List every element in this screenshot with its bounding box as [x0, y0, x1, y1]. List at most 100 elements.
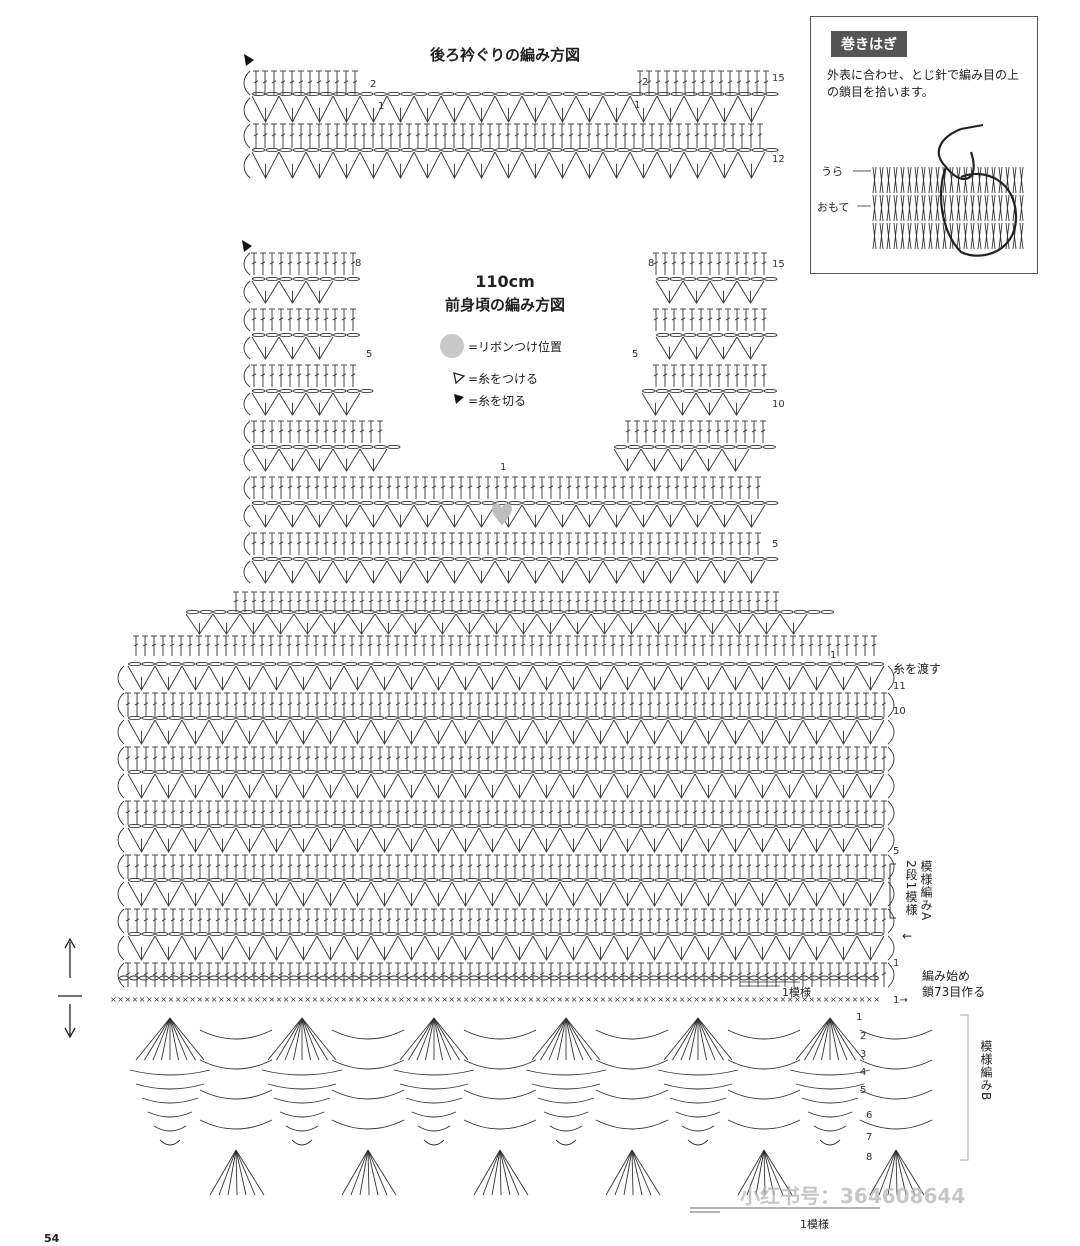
back-row-15: 15 [772, 73, 785, 84]
front-row-15: 15 [772, 259, 785, 270]
strap-l-t-4 [251, 364, 356, 387]
ribbon-heart [492, 503, 512, 526]
legend-ribbon: =リボンつけ位置 [468, 340, 563, 354]
svg-text:×: × [693, 995, 700, 1004]
svg-text:×: × [506, 995, 513, 1004]
cut-yarn-icon [452, 391, 466, 410]
svg-text:×: × [585, 995, 592, 1004]
ura-label: うら [821, 165, 843, 178]
strap-l-t-6 [251, 420, 383, 443]
rows-per-repeat-label: 2段1模様 [904, 860, 918, 917]
left-strap-mark-5: 5 [366, 349, 373, 360]
back-turn-0 [243, 70, 251, 96]
svg-text:×: × [355, 995, 362, 1004]
svg-text:×: × [218, 995, 225, 1004]
back-neck-title: 後ろ衿ぐりの編み方図 [429, 46, 580, 64]
svg-text:×: × [463, 995, 470, 1004]
svg-text:×: × [650, 995, 657, 1004]
center-mark-1: 1 [500, 462, 507, 473]
svg-text:×: × [628, 995, 635, 1004]
strap-r-v-1 [655, 276, 778, 304]
strap-r-v-3 [655, 332, 778, 360]
svg-text:×: × [268, 995, 275, 1004]
svg-text:×: × [391, 995, 398, 1004]
svg-text:×: × [247, 995, 254, 1004]
front-row-5: 5 [772, 539, 779, 550]
svg-text:×: × [751, 995, 758, 1004]
front-turn-6 [243, 420, 251, 444]
body-t-3 [125, 746, 887, 771]
body-turn-l-6 [117, 827, 125, 853]
body-turn-l-10 [117, 935, 125, 961]
svg-text:×: × [160, 995, 167, 1004]
body-turn-r-3 [887, 746, 895, 772]
pineapple-motif-4 [657, 1017, 801, 1196]
bodice-t-10 [251, 532, 761, 555]
b-row-3: 3 [860, 1049, 867, 1060]
body-turn-r-7 [887, 854, 895, 880]
svg-text:×: × [528, 995, 535, 1004]
b-row-6: 6 [866, 1110, 873, 1121]
svg-text:×: × [434, 995, 441, 1004]
svg-text:×: × [189, 995, 196, 1004]
svg-text:×: × [700, 995, 707, 1004]
svg-text:×: × [441, 995, 448, 1004]
body-turn-l-3 [117, 746, 125, 772]
back-t-row-2 [253, 123, 763, 148]
svg-text:×: × [657, 995, 664, 1004]
strap-l-v-1 [251, 276, 360, 304]
back-mark-1-left: 1 [378, 101, 385, 112]
svg-text:×: × [708, 995, 715, 1004]
svg-text:×: × [823, 995, 830, 1004]
svg-text:×: × [477, 995, 484, 1004]
body-turn-r-4 [887, 773, 895, 799]
chain-label: 鎖73目作る [922, 985, 986, 999]
front-turn-7 [243, 448, 251, 472]
svg-text:×: × [765, 995, 772, 1004]
svg-text:×: × [304, 995, 311, 1004]
strap-l-t-0 [251, 252, 356, 275]
svg-text:×: × [816, 995, 823, 1004]
svg-text:×: × [232, 995, 239, 1004]
svg-text:×: × [139, 995, 146, 1004]
body-turn-r-8 [887, 881, 895, 907]
front-turn-2 [243, 308, 251, 332]
bodice-v-11 [251, 556, 779, 584]
svg-text:×: × [837, 995, 844, 1004]
front-cut-mark [242, 240, 252, 252]
front-turn-4 [243, 364, 251, 388]
one-repeat-label-bottom: 1模様 [800, 1218, 829, 1231]
svg-text:×: × [866, 995, 873, 1004]
svg-text:×: × [290, 995, 297, 1004]
back-mark-2-right: 2 [642, 77, 649, 88]
svg-text:×: × [420, 995, 427, 1004]
svg-text:×: × [535, 995, 542, 1004]
svg-text:×: × [672, 995, 679, 1004]
body-turn-r-2 [887, 719, 895, 745]
svg-text:×: × [636, 995, 643, 1004]
strap-l-v-3 [251, 332, 360, 360]
b-row-1: 1 [856, 1012, 863, 1023]
svg-text:×: × [376, 995, 383, 1004]
body-t-1 [125, 692, 887, 717]
body-turn-l-11 [117, 962, 125, 988]
front-turn-8 [243, 476, 251, 500]
foundation-chain [119, 975, 879, 981]
svg-text:×: × [664, 995, 671, 1004]
back-turn-2 [243, 123, 251, 149]
right-strap-mark-8: 8 [648, 258, 655, 269]
widen-t-2 [133, 635, 877, 656]
body-t-7 [125, 854, 887, 879]
omote-label: おもて [817, 201, 850, 214]
whip-stitch-illustration [853, 124, 1024, 257]
svg-text:×: × [715, 995, 722, 1004]
svg-text:×: × [297, 995, 304, 1004]
svg-text:×: × [780, 995, 787, 1004]
body-turn-l-4 [117, 773, 125, 799]
body-v-8 [127, 877, 885, 907]
back-turn-1 [243, 97, 251, 123]
svg-text:×: × [204, 995, 211, 1004]
back-v-row-1 [251, 91, 779, 123]
svg-text:×: × [686, 995, 693, 1004]
pineapple-motif-0 [129, 1017, 273, 1196]
